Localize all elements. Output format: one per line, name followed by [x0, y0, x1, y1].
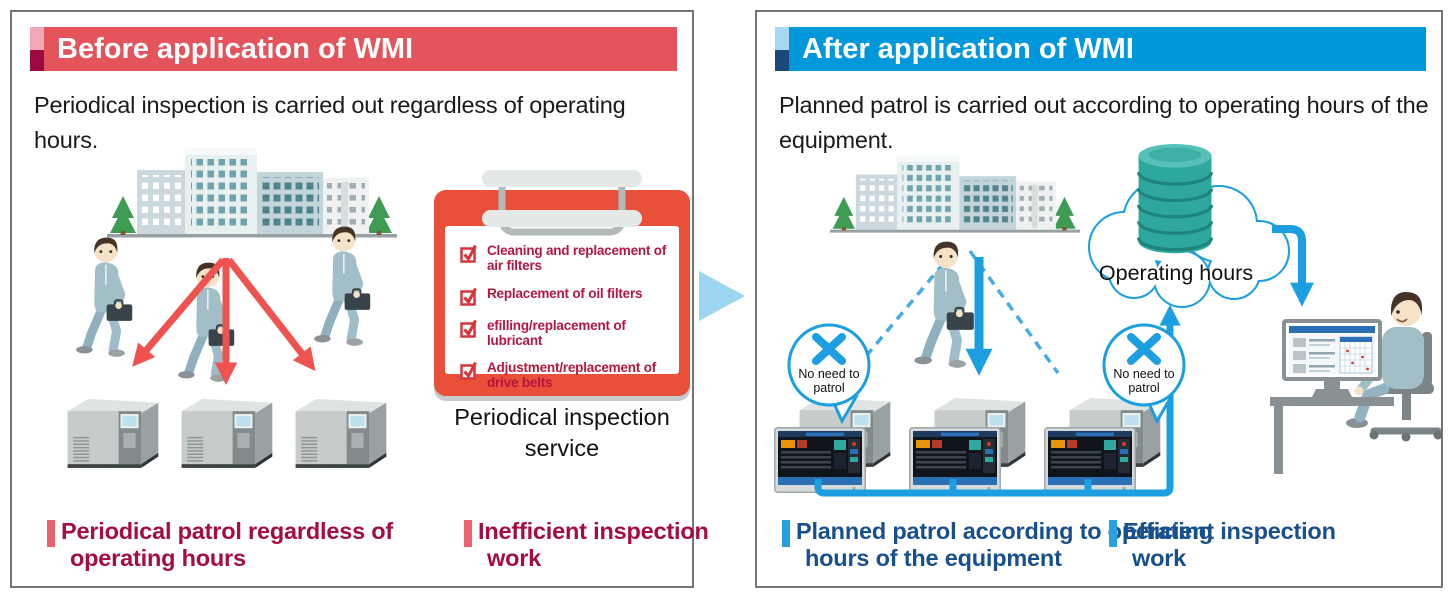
before-panel: Before application of WMI Periodical ins… — [10, 10, 709, 588]
checklist-item-label: Replacement of oil filters — [487, 285, 643, 301]
monitor-report-list — [1293, 338, 1335, 373]
x-mark-icon — [1127, 333, 1161, 365]
checklist-item: Adjustment/replacement of drive belts — [460, 361, 678, 391]
checklist: Cleaning and replacement of air filters … — [460, 243, 678, 391]
after-takeaway-2: Efficient inspection work — [1109, 518, 1369, 573]
cloud-label: Operating hours — [1099, 261, 1253, 285]
checkbox-checked-icon — [460, 362, 477, 381]
checklist-item: Cleaning and replacement of air filters — [460, 243, 678, 274]
before-header: Before application of WMI — [30, 27, 677, 71]
clipboard-caption: Periodical inspection service — [454, 404, 670, 462]
inspection-checklist-clipboard: Cleaning and replacement of air filters … — [434, 170, 690, 396]
before-description: Periodical inspection is carried out reg… — [34, 92, 626, 154]
cloud-to-operator-arrow — [1272, 225, 1314, 307]
transition-arrow-icon — [699, 271, 745, 321]
no-patrol-bubble-left — [787, 323, 871, 425]
takeaway-bar — [1109, 520, 1117, 547]
operator-at-desk — [1270, 292, 1443, 474]
takeaway-bar — [47, 520, 55, 547]
checkbox-checked-icon — [460, 319, 477, 338]
after-scene-illustration: Operating hours — [774, 143, 1443, 497]
checklist-item-label: Adjustment/replacement of drive belts — [487, 360, 657, 391]
after-header-accent-bar — [775, 27, 789, 71]
skipped-patrol-dashed-lines — [850, 249, 1060, 375]
x-mark-icon — [812, 333, 846, 365]
patrol-route-arrows — [132, 257, 316, 385]
clipboard-clip-icon — [482, 170, 642, 236]
patrol-worker-3 — [314, 227, 370, 346]
before-takeaway-1: Periodical patrol regardless of operatin… — [47, 518, 419, 573]
after-header: After application of WMI — [775, 27, 1426, 71]
patrol-worker-1 — [76, 238, 132, 357]
equipment-machine-1 — [66, 397, 160, 469]
clipboard-paper — [445, 226, 679, 374]
takeaway-label: Periodical patrol regardless of operatin… — [61, 518, 394, 572]
takeaway-bar — [464, 520, 472, 547]
after-title: After application of WMI — [802, 32, 1134, 65]
after-description: Planned patrol is carried out according … — [779, 92, 1429, 154]
monitor-schedule-calendar — [1339, 336, 1373, 374]
takeaway-label: Planned patrol according to operating ho… — [796, 518, 1213, 572]
no-patrol-label-right: No need to patrol — [1113, 367, 1175, 395]
no-patrol-bubble-right — [1102, 323, 1186, 425]
after-takeaway-1: Planned patrol according to operating ho… — [782, 518, 1217, 573]
before-title: Before application of WMI — [57, 32, 414, 65]
takeaway-label: Inefficient inspection work — [478, 518, 709, 572]
checklist-item: Replacement of oil filters — [460, 285, 678, 306]
after-panel: After application of WMI Planned patrol … — [755, 10, 1443, 588]
office-buildings-illustration — [830, 155, 1080, 233]
before-scene-illustration — [66, 148, 397, 469]
checklist-item-label: Cleaning and replacement of air filters — [487, 243, 667, 273]
before-takeaway-2: Inefficient inspection work — [464, 518, 716, 573]
checklist-item-label: efilling/replacement of lubricant — [487, 317, 626, 348]
equipment-machine-2 — [180, 397, 274, 469]
patrol-worker — [914, 242, 973, 368]
checklist-item: efilling/replacement of lubricant — [460, 317, 678, 349]
checkbox-checked-icon — [460, 244, 477, 263]
takeaway-bar — [782, 520, 790, 547]
operating-hours-database-icon — [1136, 143, 1214, 255]
checkbox-checked-icon — [460, 287, 477, 306]
takeaway-label: Efficient inspection work — [1123, 518, 1336, 572]
machine-network-connector — [814, 304, 1181, 497]
office-buildings-illustration — [107, 148, 397, 238]
before-header-accent-bar — [30, 27, 44, 71]
equipment-machine-3 — [294, 397, 388, 469]
no-patrol-label-left: No need to patrol — [798, 367, 860, 395]
